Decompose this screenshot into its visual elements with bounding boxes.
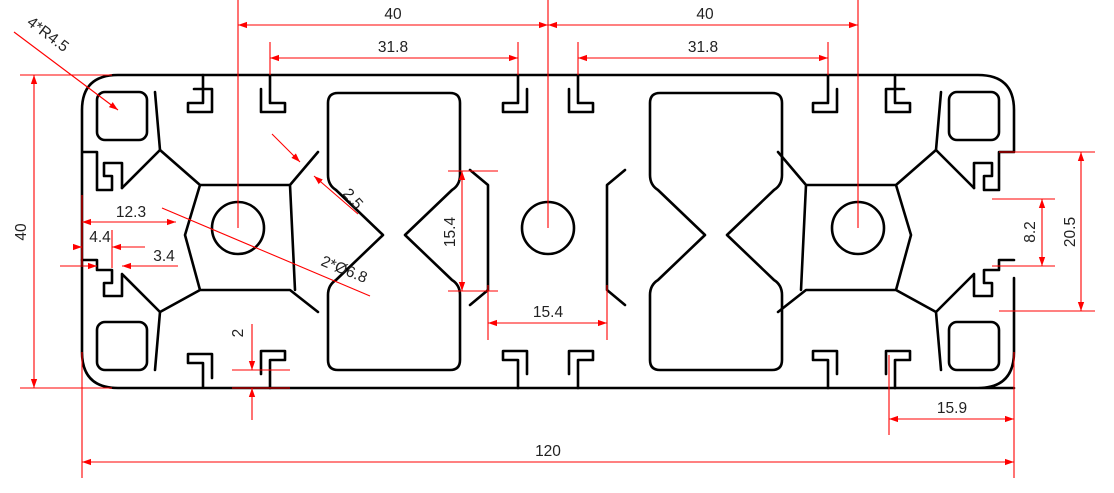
side-slot-right <box>934 90 1016 372</box>
label-slot-lip-a: 4.4 <box>89 229 111 246</box>
dim-line-web-thickness <box>271 133 301 163</box>
label-core-width: 15.4 <box>533 304 564 321</box>
label-slot-width: 20.5 <box>1062 217 1079 247</box>
corner-cavity-bottom-right <box>947 320 1001 372</box>
dim-leader-corner-radius <box>13 31 119 111</box>
dimension-lines <box>13 0 1095 478</box>
label-overall-length: 120 <box>535 443 561 460</box>
profile-outline <box>80 73 1016 390</box>
label-height: 40 <box>13 223 30 241</box>
dim-leader-bore <box>161 207 371 297</box>
profile-outer-contour <box>80 73 1016 390</box>
label-corner-radius: 4*R4.5 <box>24 14 72 56</box>
corner-cavity-top-right <box>947 90 1001 142</box>
hollow-chamber-right <box>648 91 784 372</box>
hollow-chamber-left <box>326 91 462 372</box>
web-right <box>776 148 938 314</box>
label-bore: 2*Ø6.8 <box>319 253 370 287</box>
web-center <box>468 168 627 307</box>
label-slot-lip-b: 3.4 <box>153 248 175 265</box>
corner-cavity-top-left <box>95 90 149 142</box>
label-web-thickness: 2.5 <box>339 185 366 212</box>
label-groove-depth: 12.3 <box>116 204 146 221</box>
profile-top-edge <box>201 73 897 114</box>
label-pitch-right: 40 <box>696 6 714 23</box>
label-slot-top-left: 31.8 <box>378 39 408 56</box>
profile-bottom-slots <box>259 349 912 390</box>
corner-cavity-bottom-left <box>95 320 149 372</box>
web-left <box>158 148 320 314</box>
label-slot-opening: 8.2 <box>1022 221 1039 243</box>
label-pitch-left: 40 <box>384 6 402 23</box>
label-slot-top-right: 31.8 <box>688 39 718 56</box>
label-wall-thickness: 2 <box>230 329 247 338</box>
label-core-height: 15.4 <box>442 217 459 248</box>
label-end-offset: 15.9 <box>937 400 967 417</box>
